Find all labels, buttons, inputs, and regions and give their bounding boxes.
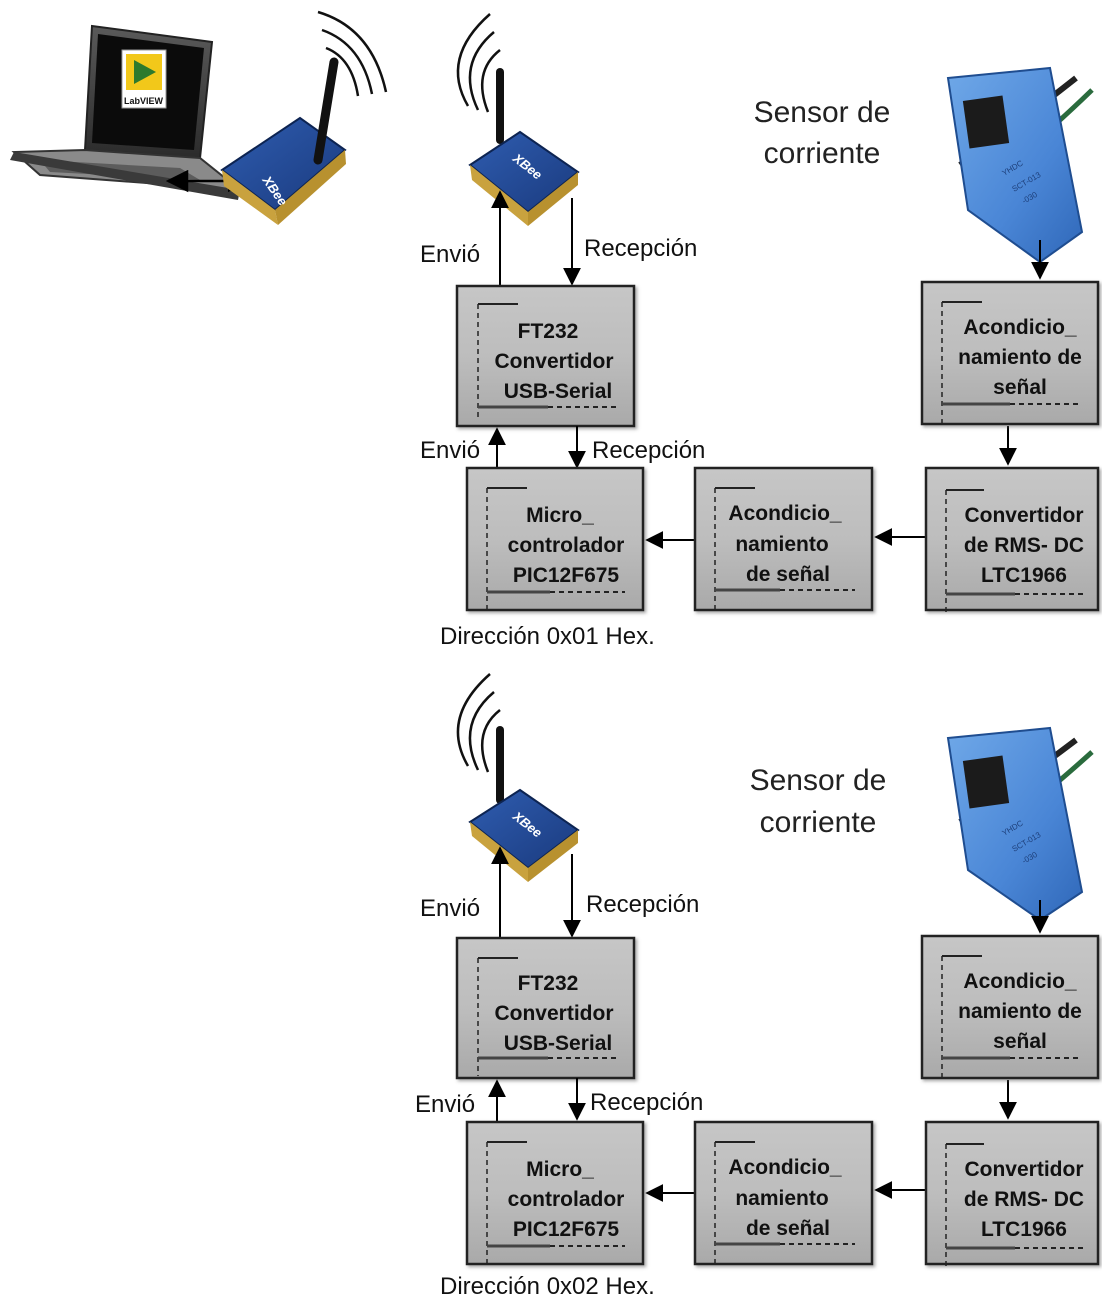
rms-block-1: Convertidor de RMS- DC LTC1966 (924, 466, 1100, 612)
cond-mid-1-line3: de señal (746, 563, 830, 586)
cond-mid-1-line2: namiento (735, 533, 828, 556)
address-label-2: Dirección 0x02 Hex. (440, 1273, 655, 1300)
recv-label-1a: Recepción (584, 235, 697, 262)
micro-1-line1: Micro_ (526, 504, 594, 527)
conditioning-block-top-1: Acondicio_ namiento de señal (920, 280, 1100, 428)
rms-1-line2: de RMS- DC (964, 534, 1084, 557)
cond-top-2-line2: namiento de (958, 1000, 1082, 1023)
rms-2-line1: Convertidor (964, 1158, 1083, 1181)
sensor-label-2-line2: corriente (760, 806, 877, 839)
address-label-1: Dirección 0x01 Hex. (440, 623, 655, 650)
micro-block-2: Micro_ controlador PIC12F675 (465, 1120, 645, 1266)
cond-mid-2-line1: Acondicio_ (728, 1156, 842, 1179)
cond-mid-2-line3: de señal (746, 1217, 830, 1240)
rms-block-2: Convertidor de RMS- DC LTC1966 (924, 1120, 1100, 1266)
recv-label-1b: Recepción (592, 437, 705, 464)
send-label-1a: Envió (420, 241, 480, 268)
send-label-1b: Envió (420, 437, 480, 464)
ft232-block-2: FT232 Convertidor USB-Serial (455, 936, 636, 1080)
ft232-2-line3: USB-Serial (504, 1032, 613, 1055)
sensor-label-1-line1: Sensor de (754, 96, 891, 129)
sensor-label-1-line2: corriente (764, 137, 881, 170)
cond-top-1-line1: Acondicio_ (963, 316, 1077, 339)
cond-top-2-line3: señal (993, 1030, 1047, 1053)
cond-top-1-line2: namiento de (958, 346, 1082, 369)
xbee-node-2-icon: XBee (456, 673, 580, 882)
rms-1-line1: Convertidor (964, 504, 1083, 527)
send-label-2a: Envió (420, 895, 480, 922)
ft232-2-line2: Convertidor (494, 1002, 613, 1025)
node-1: XBee YHDC SCT-013 -030 Sensor de corrien… (420, 13, 1100, 650)
rms-1-line3: LTC1966 (981, 564, 1067, 587)
cond-top-2-line1: Acondicio_ (963, 970, 1077, 993)
ft232-1-line3: USB-Serial (504, 380, 613, 403)
rms-2-line2: de RMS- DC (964, 1188, 1084, 1211)
labview-label: LabVIEW (124, 96, 164, 106)
micro-1-line2: controlador (508, 534, 625, 557)
ft232-1-line2: Convertidor (494, 350, 613, 373)
cond-top-1-line3: señal (993, 376, 1047, 399)
micro-2-line1: Micro_ (526, 1158, 594, 1181)
send-label-2b: Envió (415, 1091, 475, 1118)
xbee-node-1-icon: XBee (456, 13, 580, 226)
recv-label-2a: Recepción (586, 891, 699, 918)
rms-2-line3: LTC1966 (981, 1218, 1067, 1241)
conditioning-block-top-2: Acondicio_ namiento de señal (920, 934, 1100, 1080)
labview-logo-icon: LabVIEW (121, 49, 167, 109)
current-clamp-2-icon: YHDC SCT-013 -030 (946, 726, 1094, 922)
ft232-block-1: FT232 Convertidor USB-Serial (455, 284, 636, 428)
conditioning-block-mid-2: Acondicio_ namiento de señal (693, 1120, 874, 1266)
ft232-2-line1: FT232 (518, 972, 579, 995)
laptop-image: LabVIEW (10, 24, 244, 200)
sensor-label-2-line1: Sensor de (750, 764, 887, 797)
node-2: XBee YHDC SCT-013 -030 Sensor de corrien… (415, 673, 1100, 1300)
ft232-1-line1: FT232 (518, 320, 579, 343)
current-clamp-1-icon: YHDC SCT-013 -030 (946, 66, 1094, 264)
conditioning-block-mid-1: Acondicio_ namiento de señal (693, 466, 874, 612)
cond-mid-2-line2: namiento (735, 1187, 828, 1210)
micro-1-line3: PIC12F675 (513, 564, 620, 587)
micro-block-1: Micro_ controlador PIC12F675 (465, 466, 645, 612)
xbee-host-module-icon: XBee (220, 10, 388, 225)
micro-2-line3: PIC12F675 (513, 1218, 620, 1241)
micro-2-line2: controlador (508, 1188, 625, 1211)
recv-label-2b: Recepción (590, 1089, 703, 1116)
cond-mid-1-line1: Acondicio_ (728, 502, 842, 525)
